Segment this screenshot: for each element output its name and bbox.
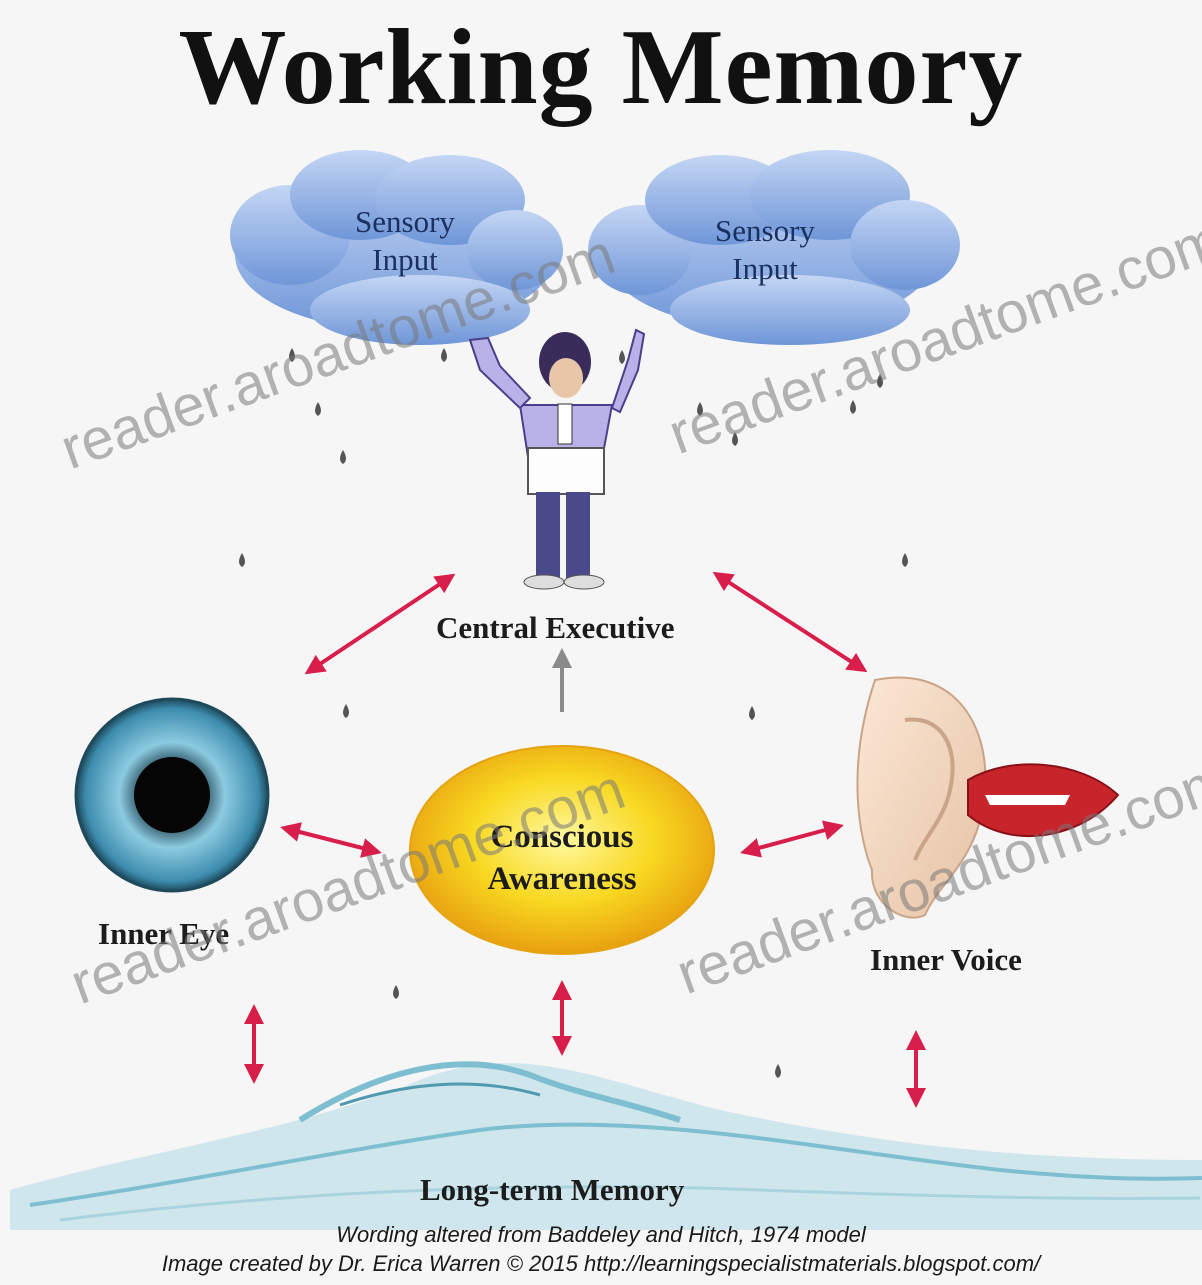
credit-line-2: Image created by Dr. Erica Warren © 2015… xyxy=(0,1251,1202,1277)
arrow-awareness-voice xyxy=(744,826,840,852)
inner-voice-label: Inner Voice xyxy=(870,942,1022,978)
sensory-input-label-left: Sensory Input xyxy=(330,203,480,279)
sensory-input-label-right: Sensory Input xyxy=(690,212,840,288)
long-term-memory-label: Long-term Memory xyxy=(420,1172,684,1208)
arrow-executive-eye xyxy=(308,576,452,672)
diagram-title: Working Memory xyxy=(0,6,1202,130)
conductor-figure xyxy=(470,330,644,589)
inner-eye-illustration xyxy=(76,699,268,891)
credit-line-1: Wording altered from Baddeley and Hitch,… xyxy=(0,1222,1202,1248)
arrow-executive-voice xyxy=(716,574,864,670)
central-executive-label: Central Executive xyxy=(436,610,674,646)
